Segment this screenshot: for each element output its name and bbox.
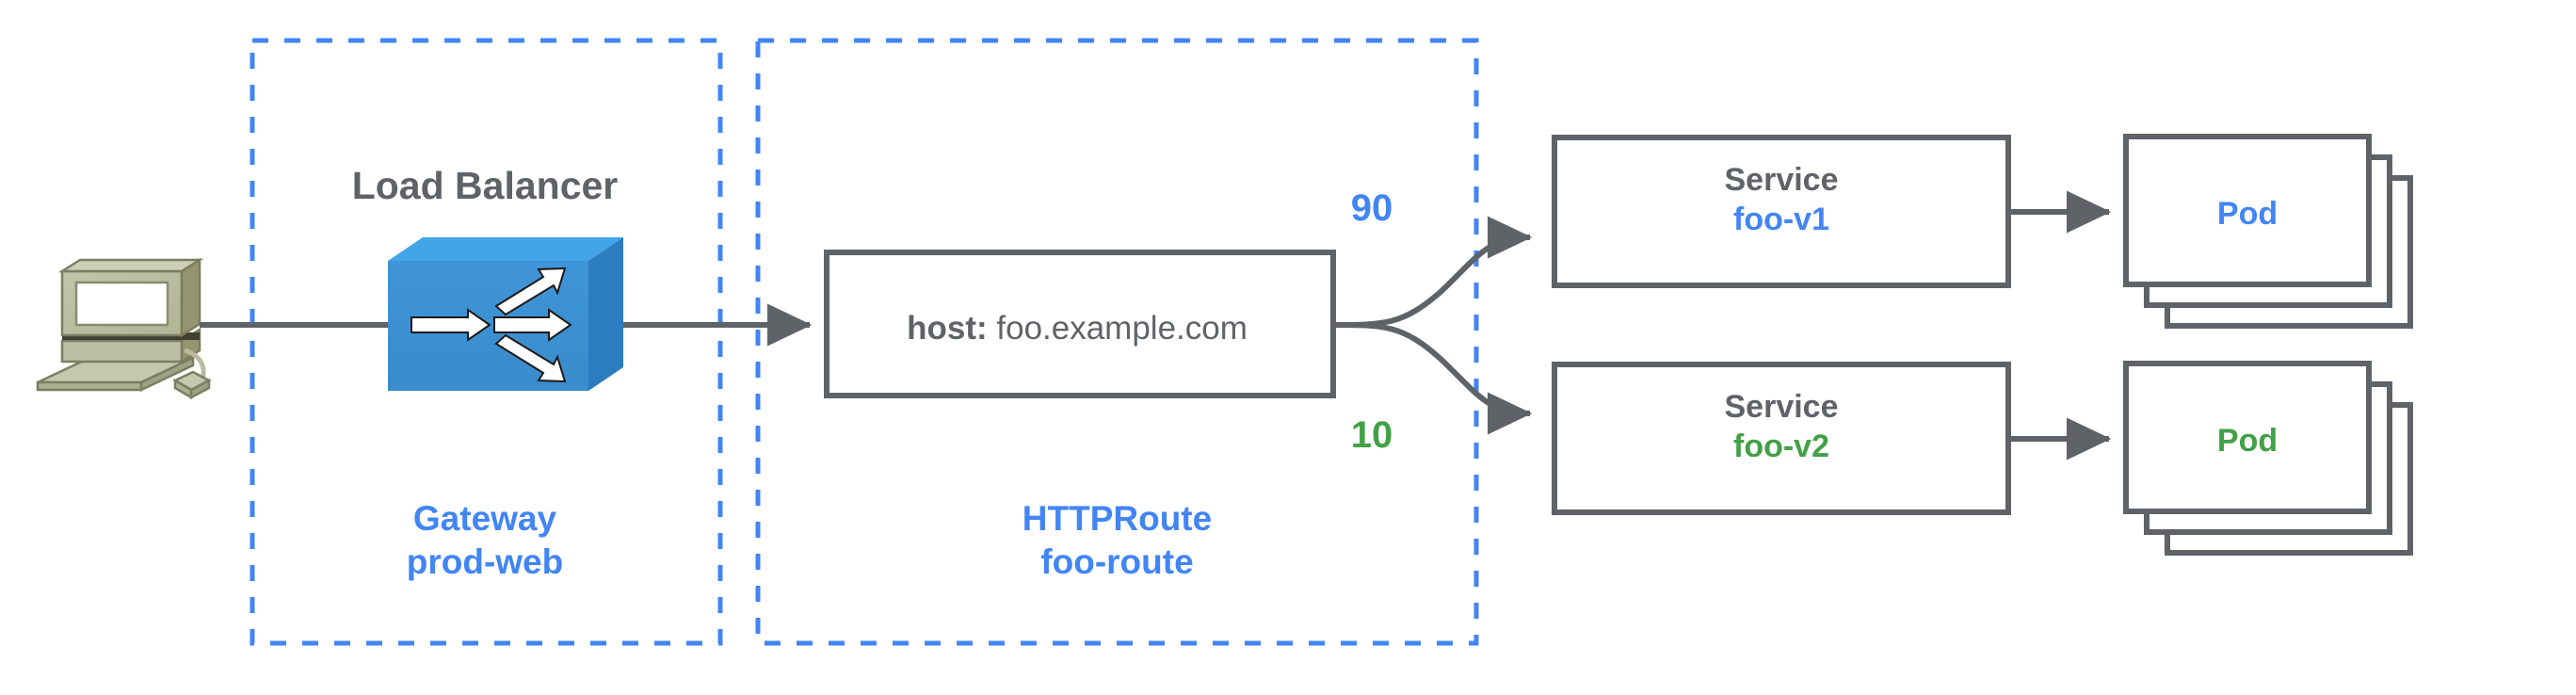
gateway-name-label: prod-web (406, 541, 564, 581)
weight-label-foo-v2: 10 (1350, 414, 1393, 456)
pod-stack-foo-v1 (2123, 134, 2413, 329)
load-balancer-icon (388, 237, 623, 391)
pod-label-foo-v1: Pod (2216, 196, 2278, 232)
service-box-foo-v1 (1552, 135, 2011, 288)
httproute-kind-label: HTTPRoute (1022, 499, 1213, 538)
host-rule-box (824, 250, 1336, 398)
service-label-foo-v2: Service foo-v2 (1554, 387, 2008, 466)
host-key-label: host: (907, 310, 988, 347)
host-rule-text: host: foo.example.com (832, 308, 1322, 348)
load-balancer-heading: Load Balancer (351, 164, 619, 207)
pod-card-front (2123, 134, 2372, 287)
pod-label-foo-v2: Pod (2216, 423, 2278, 459)
host-value-label: foo.example.com (996, 310, 1248, 347)
service-kind-label: Service (1724, 162, 1839, 198)
service-box-foo-v2 (1552, 362, 2011, 515)
edge-route-to-service-v2 (1332, 322, 1533, 435)
gateway-group-caption: Gateway prod-web (250, 497, 720, 584)
httproute-name-label: foo-route (1040, 541, 1194, 581)
pod-stack-foo-v2 (2123, 361, 2413, 556)
desktop-computer-icon (36, 257, 212, 400)
edge-route-to-service-v1 (1332, 216, 1533, 328)
service-label-foo-v1: Service foo-v1 (1554, 160, 2008, 239)
httproute-group-boundary (755, 38, 1479, 646)
service-kind-label: Service (1724, 389, 1839, 425)
gateway-group-boundary (250, 38, 723, 646)
gateway-kind-label: Gateway (412, 499, 557, 538)
pod-card-front (2123, 361, 2372, 514)
weight-label-foo-v1: 90 (1350, 187, 1393, 229)
httproute-group-caption: HTTPRoute foo-route (758, 497, 1476, 584)
service-name-label: foo-v2 (1733, 428, 1829, 465)
service-name-label: foo-v1 (1733, 202, 1829, 238)
